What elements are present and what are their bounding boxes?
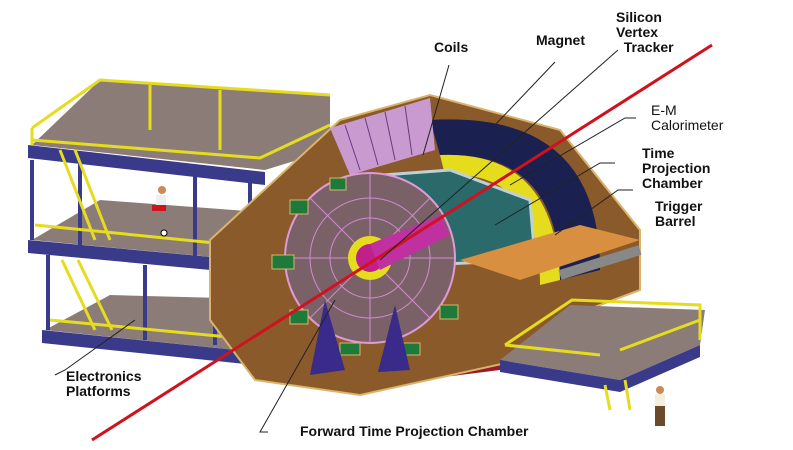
label-magnet: Magnet <box>536 32 585 48</box>
person-figure-standing <box>655 386 665 426</box>
label-em-calorimeter: E-M Calorimeter <box>651 102 724 133</box>
label-time-projection-chamber: Time Projection Chamber <box>642 145 711 191</box>
label-trigger-barrel: Trigger Barrel <box>655 198 703 229</box>
label-silicon-vertex-tracker: Silicon Vertex Tracker <box>616 9 674 55</box>
label-forward-tpc: Forward Time Projection Chamber <box>300 423 529 439</box>
beam-line <box>91 43 713 442</box>
detector <box>209 93 642 397</box>
person-figure-kicking <box>152 186 168 237</box>
label-electronics-platforms: Electronics Platforms <box>66 368 142 399</box>
right-platform <box>500 298 705 426</box>
label-coils: Coils <box>434 39 469 55</box>
leader-lines <box>54 49 636 433</box>
